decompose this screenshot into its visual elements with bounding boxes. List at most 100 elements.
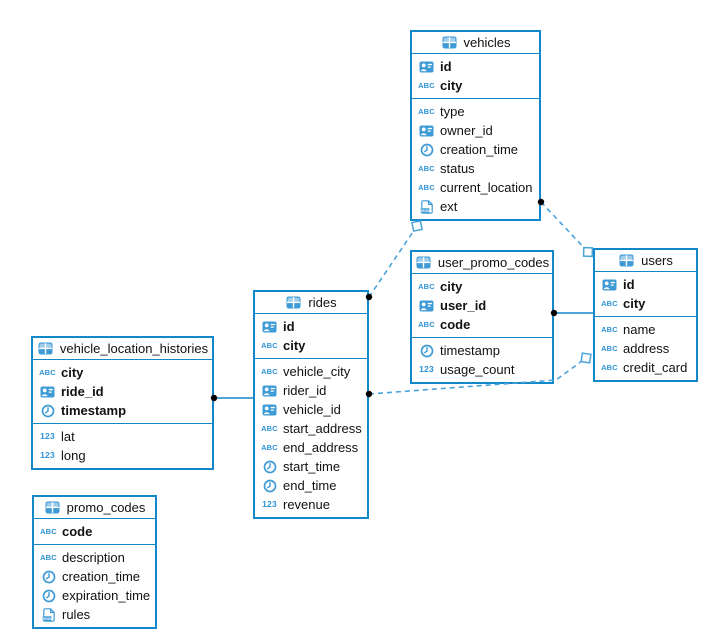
- field-row-city: ABC city: [255, 336, 367, 355]
- field-label: ride_id: [61, 384, 104, 399]
- uuid-icon: [261, 321, 278, 333]
- field-row-rules: JSON rules: [34, 605, 155, 624]
- time-icon: [261, 460, 278, 474]
- field-label: vehicle_city: [283, 364, 351, 379]
- field-label: long: [61, 448, 86, 463]
- text-icon-glyph: ABC: [418, 106, 435, 116]
- field-row-timestamp: timestamp: [412, 341, 552, 360]
- uuid-icon: [418, 125, 435, 137]
- relation-vehicles-to-users: [537, 198, 594, 258]
- table-icon: [441, 36, 458, 49]
- text-icon: ABC: [418, 165, 435, 173]
- primary-key-section: ABC city ride_id timestamp: [33, 360, 212, 424]
- field-row-address: ABC address: [595, 339, 696, 358]
- table-header[interactable]: user_promo_codes: [412, 252, 552, 274]
- table-icon: [618, 254, 635, 267]
- table-header[interactable]: rides: [255, 292, 367, 314]
- field-row-owner_id: owner_id: [412, 121, 539, 140]
- text-icon: ABC: [418, 82, 435, 90]
- field-label: credit_card: [623, 360, 688, 375]
- uuid-icon: [39, 386, 56, 398]
- relation-line[interactable]: [540, 201, 589, 253]
- text-icon-glyph: ABC: [40, 526, 57, 536]
- text-icon-glyph: ABC: [418, 319, 435, 329]
- text-icon-glyph: ABC: [261, 366, 278, 376]
- field-label: owner_id: [440, 123, 493, 138]
- field-label: city: [283, 338, 306, 353]
- field-row-city: ABC city: [412, 76, 539, 95]
- text-icon-glyph: ABC: [261, 423, 278, 433]
- field-label: vehicle_id: [283, 402, 341, 417]
- time-icon: [40, 570, 57, 584]
- text-icon: ABC: [418, 283, 435, 291]
- field-label: id: [623, 277, 635, 292]
- table-icon: [285, 296, 302, 309]
- field-label: user_id: [440, 298, 487, 313]
- field-label: start_address: [283, 421, 362, 436]
- time-icon: [261, 479, 278, 493]
- uuid-icon: [418, 300, 435, 312]
- field-label: city: [440, 78, 463, 93]
- text-icon: ABC: [40, 528, 57, 536]
- field-label: city: [440, 279, 463, 294]
- table-header[interactable]: vehicles: [412, 32, 539, 54]
- number-icon-glyph: 123: [262, 499, 277, 510]
- relation-square-endpoint: [411, 220, 423, 232]
- uuid-icon: [261, 404, 278, 416]
- text-icon: ABC: [601, 345, 618, 353]
- field-label: creation_time: [62, 569, 141, 584]
- field-row-ride_id: ride_id: [33, 382, 212, 401]
- json-icon: JSON: [40, 607, 57, 622]
- text-icon: ABC: [39, 369, 56, 377]
- field-row-timestamp: timestamp: [33, 401, 212, 420]
- field-label: start_time: [283, 459, 341, 474]
- text-icon-glyph: ABC: [261, 340, 278, 350]
- field-row-creation_time: creation_time: [412, 140, 539, 159]
- field-row-rider_id: rider_id: [255, 381, 367, 400]
- table-header[interactable]: users: [595, 250, 696, 272]
- uuid-icon: [601, 279, 618, 291]
- number-icon: 123: [261, 500, 278, 509]
- field-row-id: id: [255, 317, 367, 336]
- field-row-city: ABC city: [412, 277, 552, 296]
- field-label: revenue: [283, 497, 330, 512]
- text-icon: ABC: [418, 184, 435, 192]
- field-label: rules: [62, 607, 91, 622]
- field-row-vehicle_city: ABC vehicle_city: [255, 362, 367, 381]
- field-label: creation_time: [440, 142, 519, 157]
- field-label: name: [623, 322, 656, 337]
- table-header[interactable]: promo_codes: [34, 497, 155, 519]
- field-label: id: [440, 59, 452, 74]
- table-header[interactable]: vehicle_location_histories: [33, 338, 212, 360]
- field-row-id: id: [595, 275, 696, 294]
- field-label: address: [623, 341, 670, 356]
- text-icon-glyph: ABC: [418, 182, 435, 192]
- relation-vehicle_location_histories-to-rides: [210, 394, 254, 402]
- field-label: city: [61, 365, 84, 380]
- field-label: description: [62, 550, 125, 565]
- field-row-start_time: start_time: [255, 457, 367, 476]
- field-label: lat: [61, 429, 75, 444]
- table-title: vehicles: [463, 35, 511, 50]
